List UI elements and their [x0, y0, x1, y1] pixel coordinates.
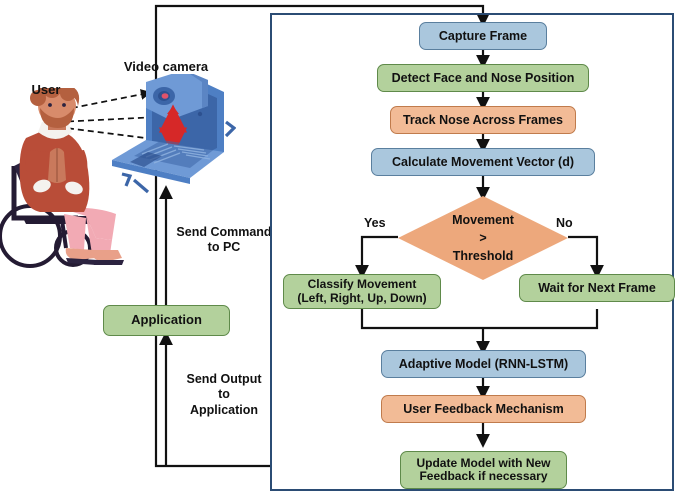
decision-line-2: >	[479, 230, 487, 245]
node-wait-for-next-frame[interactable]: Wait for Next Frame	[519, 274, 675, 302]
send-command-line-1: Send Command	[176, 225, 272, 239]
node-update-model[interactable]: Update Model with New Feedback if necess…	[400, 451, 567, 489]
send-output-line-3: Application	[189, 402, 259, 417]
decision-diamond-label: Movement > Threshold	[396, 194, 570, 282]
video-camera-label: Video camera	[123, 59, 209, 74]
user-illustration	[0, 88, 124, 268]
update-line-1: Update Model with New	[416, 455, 551, 470]
node-classify-movement[interactable]: Classify Movement (Left, Right, Up, Down…	[283, 274, 441, 309]
node-user-feedback-mechanism[interactable]: User Feedback Mechanism	[381, 395, 586, 423]
node-detect-face-and-nose-position[interactable]: Detect Face and Nose Position	[377, 64, 589, 92]
laptop-with-camera-illustration	[112, 74, 236, 194]
flowchart-panel	[270, 13, 674, 491]
application-box[interactable]: Application	[103, 305, 230, 336]
send-output-line-2: to	[218, 387, 230, 402]
send-output-line-1: Send Output	[186, 372, 262, 386]
send-command-line-2: to PC	[207, 240, 241, 255]
user-label: User	[31, 82, 61, 97]
update-line-2: Feedback if necessary	[419, 469, 548, 483]
decision-line-3: Threshold	[452, 249, 514, 264]
branch-label-yes: Yes	[364, 216, 386, 230]
classify-line-2: (Left, Right, Up, Down)	[297, 290, 427, 305]
branch-label-no: No	[556, 216, 573, 230]
decision-line-1: Movement	[452, 212, 514, 227]
decision-diamond[interactable]	[396, 194, 570, 282]
classify-line-1: Classify Movement	[307, 277, 417, 292]
node-adaptive-model[interactable]: Adaptive Model (RNN-LSTM)	[381, 350, 586, 378]
node-capture-frame[interactable]: Capture Frame	[419, 22, 547, 50]
node-calculate-movement-vector[interactable]: Calculate Movement Vector (d)	[371, 148, 595, 176]
node-track-nose-across-frames[interactable]: Track Nose Across Frames	[390, 106, 576, 134]
